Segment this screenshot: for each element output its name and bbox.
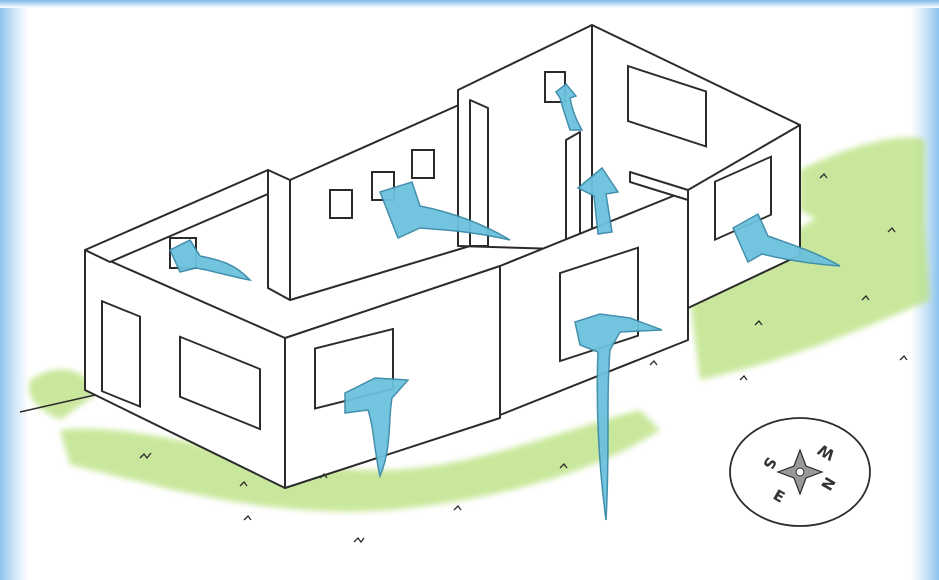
wall-side (267, 169, 291, 301)
grass-left (29, 369, 96, 420)
window-back-1 (329, 189, 353, 219)
airflow-arrow-top (554, 82, 584, 131)
grass-tufts (139, 173, 908, 544)
airflow-arrow-right (732, 212, 841, 267)
window-high-2 (627, 64, 707, 148)
compass-east: E (770, 486, 788, 507)
compass-west: W (814, 440, 838, 464)
wall-interior (469, 99, 489, 247)
compass-south: S (759, 454, 780, 472)
airflow-arrow-left (169, 239, 253, 282)
compass-north: N (818, 474, 840, 494)
airflow-arrow-back-mid (379, 181, 511, 241)
grass-right-back (800, 137, 925, 234)
grass-front (60, 410, 660, 512)
airflow-arrows (169, 82, 841, 521)
airflow-arrow-front-right (574, 313, 663, 521)
frame-top-band (0, 0, 939, 8)
grass-patches (29, 137, 930, 512)
window-back-3 (411, 149, 435, 179)
wall-partition (629, 171, 689, 201)
airflow-arrow-center (576, 166, 620, 235)
airflow-arrow-front-mid (344, 377, 410, 479)
window-door (101, 299, 141, 408)
compass: N S E W (729, 417, 871, 527)
compass-circle (729, 417, 871, 527)
window-left-1 (179, 335, 261, 431)
wall-interior-2 (565, 131, 581, 249)
